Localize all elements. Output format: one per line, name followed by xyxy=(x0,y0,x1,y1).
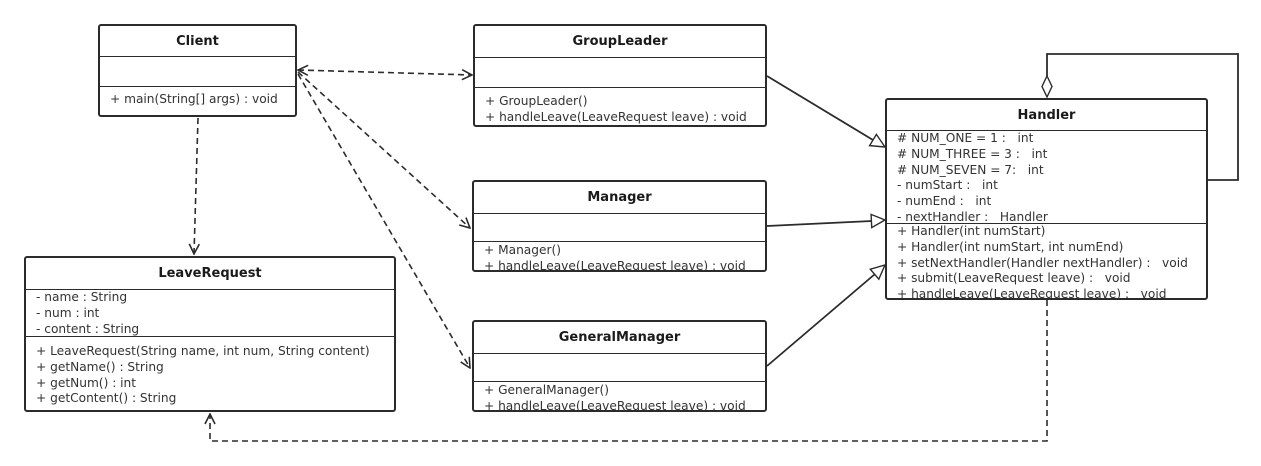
class-name: GeneralManager xyxy=(474,322,765,354)
class-leaverequest[interactable]: LeaveRequest - name : String - num : int… xyxy=(24,256,396,412)
attribute: # NUM_SEVEN = 7: int xyxy=(897,162,1044,177)
self-aggregation-handler xyxy=(1046,53,1239,181)
class-handler[interactable]: Handler # NUM_ONE = 1 : int # NUM_THREE … xyxy=(885,98,1208,300)
operation: + getName() : String xyxy=(36,359,164,374)
operation: + Handler(int numStart, int numEnd) xyxy=(897,239,1124,254)
class-name: Client xyxy=(100,26,295,57)
generalization-arrowhead-groupleader xyxy=(868,133,887,148)
class-groupleader[interactable]: GroupLeader + GroupLeader() + handleLeav… xyxy=(473,24,767,127)
dependency-client-manager xyxy=(297,71,470,228)
attribute: - num : int xyxy=(36,305,100,320)
attribute: - nextHandler : Handler xyxy=(897,209,1048,224)
attribute: - numStart : int xyxy=(897,178,998,193)
attribute: - numEnd : int xyxy=(897,194,992,209)
attributes-section xyxy=(475,58,765,88)
attribute: - name : String xyxy=(36,290,128,304)
operation: + Handler(int numStart) xyxy=(897,224,1046,238)
class-name: Handler xyxy=(887,100,1206,131)
operation: + submit(LeaveRequest leave) : void xyxy=(897,271,1131,286)
operations-section: + main(String[] args) : void xyxy=(100,87,295,115)
attribute: - content : String xyxy=(36,321,140,336)
generalization-arrowhead-generalmanager xyxy=(869,263,887,281)
generalization-arrowhead-manager xyxy=(870,213,887,229)
generalization-manager-handler xyxy=(766,220,873,227)
dependency-handler-leaverequest xyxy=(210,300,1048,442)
operation: + handleLeave(LeaveRequest leave) : void xyxy=(484,398,746,410)
attributes-section xyxy=(474,354,765,382)
operation: + main(String[] args) : void xyxy=(110,92,278,106)
operation: + handleLeave(LeaveRequest leave) : void xyxy=(484,258,746,270)
dependency-client-leaverequest xyxy=(194,117,198,254)
attributes-section: # NUM_ONE = 1 : int # NUM_THREE = 3 : in… xyxy=(887,131,1206,224)
operation: + GeneralManager() xyxy=(484,383,610,397)
attribute: # NUM_THREE = 3 : int xyxy=(897,146,1048,161)
generalization-generalmanager-handler xyxy=(766,273,876,367)
attributes-section xyxy=(474,214,765,242)
generalization-groupleader-handler xyxy=(766,75,874,141)
class-generalmanager[interactable]: GeneralManager + GeneralManager() + hand… xyxy=(472,320,767,412)
operation: + LeaveRequest(String name, int num, Str… xyxy=(36,344,370,358)
class-manager[interactable]: Manager + Manager() + handleLeave(LeaveR… xyxy=(472,180,767,272)
operation: + GroupLeader() xyxy=(485,94,588,108)
dependency-client-groupleader xyxy=(298,70,472,75)
aggregation-diamond xyxy=(1041,74,1053,99)
operation: + setNextHandler(Handler nextHandler) : … xyxy=(897,255,1188,270)
class-name: Manager xyxy=(474,182,765,214)
class-name: GroupLeader xyxy=(475,26,765,58)
operation: + getNum() : int xyxy=(36,375,137,390)
operations-section: + Handler(int numStart) + Handler(int nu… xyxy=(887,224,1206,298)
attributes-section xyxy=(100,57,295,87)
operation: + getContent() : String xyxy=(36,391,177,406)
operations-section: + GroupLeader() + handleLeave(LeaveReque… xyxy=(475,88,765,125)
dependency-client-generalmanager xyxy=(297,73,470,368)
operations-section: + LeaveRequest(String name, int num, Str… xyxy=(26,337,394,407)
operation: + handleLeave(LeaveRequest leave) : void xyxy=(485,109,747,124)
attributes-section: - name : String - num : int - content : … xyxy=(26,290,394,337)
class-name: LeaveRequest xyxy=(26,258,394,290)
operations-section: + Manager() + handleLeave(LeaveRequest l… xyxy=(474,242,765,270)
operations-section: + GeneralManager() + handleLeave(LeaveRe… xyxy=(474,382,765,410)
operation: + handleLeave(LeaveRequest leave) : void xyxy=(897,287,1167,298)
class-client[interactable]: Client + main(String[] args) : void xyxy=(98,24,297,117)
attribute: # NUM_ONE = 1 : int xyxy=(897,131,1034,145)
operation: + Manager() xyxy=(484,243,562,257)
